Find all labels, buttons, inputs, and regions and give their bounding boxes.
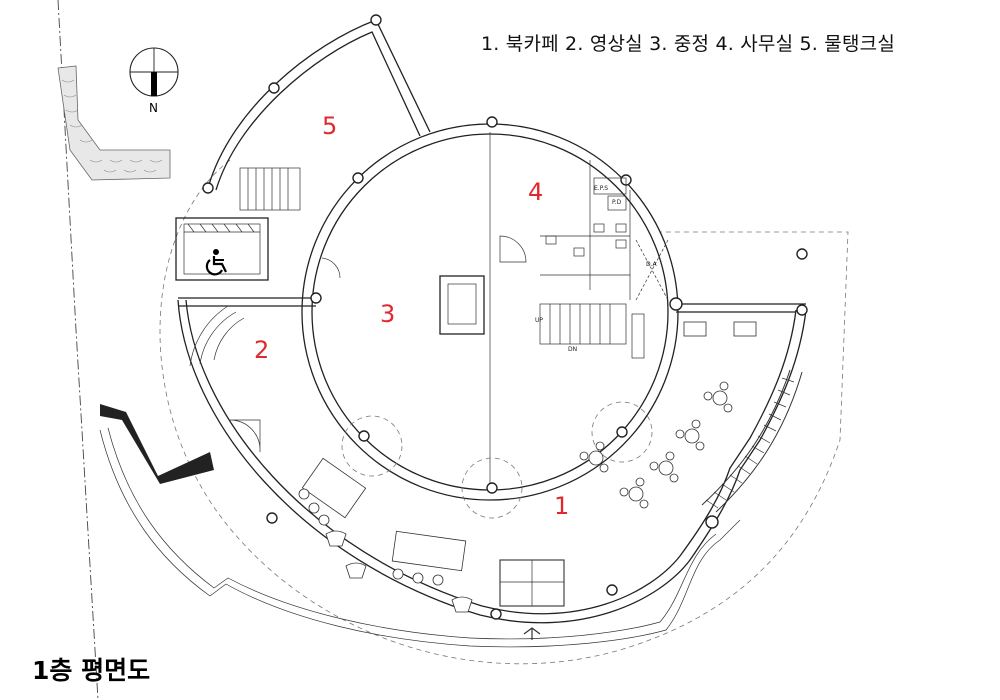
canopy-circle-1: [341, 415, 403, 477]
column: [268, 82, 280, 94]
doors: [229, 235, 527, 453]
elevator-car: [447, 283, 477, 325]
lift-box: [175, 217, 269, 281]
column: [669, 297, 683, 311]
stepped-screen-wall: [100, 404, 214, 484]
column: [490, 608, 502, 620]
west-stair: [239, 167, 301, 211]
ring-columns: [202, 14, 808, 620]
outer-wall-curve: [177, 299, 807, 624]
north-label: N: [149, 101, 158, 115]
landscape-edge-outer: [99, 429, 741, 648]
column: [796, 248, 808, 260]
column: [616, 426, 628, 438]
room-number-5: 5: [322, 112, 337, 140]
column: [606, 584, 618, 596]
column: [202, 182, 214, 194]
column: [796, 304, 808, 316]
terrain-hatch: [61, 79, 163, 173]
lounge-furniture-south: [345, 530, 473, 613]
cafe-tables: [579, 321, 757, 509]
east-service-lines: [540, 160, 631, 300]
canopy-circle-2: [461, 457, 523, 519]
label-up: UP: [535, 317, 543, 324]
east-stair: [701, 369, 803, 513]
lounge-furniture-west: [298, 457, 367, 547]
column: [352, 172, 364, 184]
column: [358, 430, 370, 442]
column: [266, 512, 278, 524]
elevator-core: [439, 275, 485, 335]
room-number-3: 3: [380, 300, 395, 328]
label-pd: P.D: [612, 199, 622, 206]
central-stair: [539, 303, 627, 345]
column: [486, 482, 498, 494]
north-wing-inner: [215, 31, 421, 191]
service-fixtures: [545, 177, 669, 359]
label-dn: DN: [568, 346, 577, 353]
room-number-2: 2: [254, 336, 269, 364]
room-legend: 1. 북카페 2. 영상실 3. 중정 4. 사무실 5. 물탱크실: [481, 33, 895, 55]
video-room-arcs: [189, 305, 245, 367]
landscape-edge-inner: [107, 427, 717, 640]
outer-wall-curve-inner: [185, 299, 797, 615]
north-arrow-icon: [129, 47, 179, 97]
label-eps: E.P.S: [594, 185, 608, 192]
column: [370, 14, 382, 26]
terrain-edge: [57, 65, 171, 181]
room-number-1: 1: [554, 492, 569, 520]
column: [486, 116, 498, 128]
site-boundary: [159, 159, 849, 665]
main-entrance: [499, 559, 565, 640]
column: [705, 515, 719, 529]
label-da: D.A: [646, 261, 658, 268]
lift-box-inner: [183, 223, 261, 275]
north-wing-outer: [207, 19, 431, 189]
column: [310, 292, 322, 304]
canopy-circle-3: [591, 401, 653, 463]
lift-hatch: [184, 223, 260, 233]
room-number-4: 4: [528, 178, 543, 206]
wheelchair-icon: [205, 249, 227, 276]
plan-title: 1층 평면도: [32, 656, 151, 685]
